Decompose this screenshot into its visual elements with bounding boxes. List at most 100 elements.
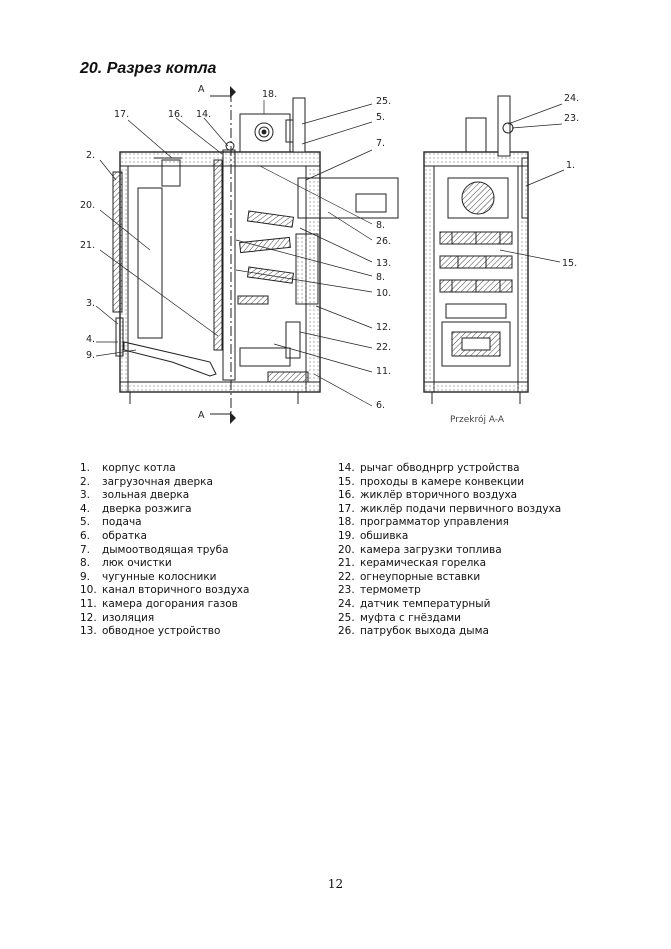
legend-text: жиклёр вторичного воздуха bbox=[360, 489, 518, 502]
legend-item: 8. люк очистки bbox=[80, 557, 330, 571]
callout-8b: 8. bbox=[376, 272, 385, 283]
legend-text: жиклёр подачи первичного воздуха bbox=[360, 502, 562, 515]
legend-text: обводное устройство bbox=[102, 625, 221, 638]
right-section-view bbox=[423, 95, 529, 404]
legend-item: 10.канал вторичного воздуха bbox=[80, 584, 330, 598]
section-mark-bottom: A bbox=[198, 410, 205, 421]
legend-text: датчик температурный bbox=[360, 597, 491, 610]
callout-2: 2. bbox=[86, 150, 95, 161]
callout-25: 25. bbox=[376, 96, 391, 107]
legend-number: 17. bbox=[338, 502, 355, 515]
callout-9: 9. bbox=[86, 350, 95, 361]
legend-item: 3. зольная дверка bbox=[80, 489, 330, 503]
callout-3: 3. bbox=[86, 298, 95, 309]
legend-item: 17. жиклёр подачи первичного воздуха bbox=[338, 503, 578, 517]
legend-number: 14. bbox=[338, 462, 355, 474]
legend-item: 2. загрузочная дверка bbox=[80, 476, 330, 490]
legend-text: подача bbox=[102, 516, 142, 529]
legend-item: 19. обшивка bbox=[338, 530, 578, 544]
legend-number: 24. bbox=[338, 597, 355, 610]
callout-4: 4. bbox=[86, 334, 95, 345]
legend-item: 20.камера загрузки топлива bbox=[338, 544, 578, 558]
legend-item: 22. огнеупорные вставки bbox=[338, 571, 578, 585]
callouts-right: 24. 23. 1. 15. bbox=[562, 93, 579, 269]
legend-text: огнеупорные вставки bbox=[360, 570, 481, 583]
callout-20: 20. bbox=[80, 200, 95, 211]
legend-item: 7.дымоотводящая труба bbox=[80, 544, 330, 558]
legend-item: 4. дверка розжига bbox=[80, 503, 330, 517]
legend-number: 5. bbox=[80, 516, 91, 529]
legend-item: 15.проходы в камере конвекции bbox=[338, 476, 578, 490]
legend-text: программатор управления bbox=[360, 516, 509, 529]
legend-text: дверка розжига bbox=[102, 502, 192, 515]
boiler-section-drawing: A A 17. 16. 14. 18. 25. 5. 2. 7. 20 bbox=[80, 84, 579, 425]
legend-item: 16. жиклёр вторичного воздуха bbox=[338, 489, 578, 503]
callout-23: 23. bbox=[564, 113, 579, 124]
legend-text: загрузочная дверка bbox=[102, 475, 213, 488]
legend-number: 9. bbox=[80, 570, 91, 583]
legend-text: камера загрузки топлива bbox=[360, 543, 502, 556]
legend-item: 24. датчик температурный bbox=[338, 598, 578, 612]
leader-lines-left bbox=[95, 100, 373, 407]
callouts-left: 17. 16. 14. 18. 25. 5. 2. 7. 20. 21. 8. … bbox=[80, 89, 391, 411]
legend-item: 21.керамическая горелка bbox=[338, 557, 578, 571]
legend-number: 25. bbox=[338, 611, 355, 624]
legend-text: зольная дверка bbox=[102, 489, 190, 502]
leader-lines-right bbox=[499, 103, 565, 263]
legend-number: 18. bbox=[338, 516, 355, 529]
legend-number: 2. bbox=[80, 475, 91, 488]
legend-number: 22. bbox=[338, 570, 355, 583]
legend-text: чугунные колосники bbox=[102, 570, 217, 583]
legend-number: 23. bbox=[338, 584, 355, 597]
legend-text: патрубок выхода дыма bbox=[360, 625, 489, 638]
legend-text: корпус котла bbox=[102, 462, 176, 474]
legend-number: 10. bbox=[80, 584, 97, 597]
legend-text: камера догорания газов bbox=[102, 597, 238, 610]
legend-text: керамическая горелка bbox=[360, 557, 487, 570]
legend-text: муфта с гнёздами bbox=[360, 611, 461, 624]
callout-7: 7. bbox=[376, 138, 385, 149]
legend-item: 25. муфта с гнёздами bbox=[338, 612, 578, 626]
legend-text: обратка bbox=[102, 529, 147, 542]
callout-6: 6. bbox=[376, 400, 385, 411]
legend-text: рычаг обводнрrр устройства bbox=[360, 462, 520, 474]
legend-number: 4. bbox=[80, 502, 91, 515]
legend-number: 11. bbox=[80, 597, 97, 610]
callout-21: 21. bbox=[80, 240, 95, 251]
legend-number: 8. bbox=[80, 557, 91, 570]
legend-text: изоляция bbox=[102, 611, 155, 624]
callout-24: 24. bbox=[564, 93, 579, 104]
legend-item: 23.термометр bbox=[338, 584, 578, 598]
legend-text: люк очистки bbox=[102, 557, 172, 570]
callout-5: 5. bbox=[376, 112, 385, 123]
legend-item: 6.обратка bbox=[80, 530, 330, 544]
legend-number: 16. bbox=[338, 489, 355, 502]
legend-item: 11. камера догорания газов bbox=[80, 598, 330, 612]
legend-item: 13. обводное устройство bbox=[80, 625, 330, 639]
legend-number: 12. bbox=[80, 611, 97, 624]
callout-15: 15. bbox=[562, 258, 577, 269]
section-label: Przekrój A-A bbox=[450, 414, 505, 425]
callout-8a: 8. bbox=[376, 220, 385, 231]
legend-number: 15. bbox=[338, 475, 355, 488]
left-section-view bbox=[112, 86, 399, 424]
callout-18: 18. bbox=[262, 89, 277, 100]
legend-item: 1. корпус котла bbox=[80, 462, 330, 476]
legend-number: 19. bbox=[338, 529, 355, 542]
callout-22: 22. bbox=[376, 342, 391, 353]
callout-1: 1. bbox=[566, 160, 575, 171]
callout-14: 14. bbox=[196, 109, 211, 120]
legend-item: 26. патрубок выхода дыма bbox=[338, 625, 578, 639]
legend-item: 14. рычаг обводнрrр устройства bbox=[338, 462, 578, 476]
legend-number: 13. bbox=[80, 625, 97, 638]
legend-number: 1. bbox=[80, 462, 91, 474]
legend-number: 3. bbox=[80, 489, 91, 502]
callout-13: 13. bbox=[376, 258, 391, 269]
section-mark-top: A bbox=[198, 84, 205, 95]
legend-item: 5. подача bbox=[80, 516, 330, 530]
callout-11: 11. bbox=[376, 366, 391, 377]
legend-number: 26. bbox=[338, 625, 355, 638]
legend-text: обшивка bbox=[360, 529, 409, 542]
page-title: 20. Разрез котла bbox=[80, 60, 217, 77]
legend-item: 9. чугунные колосники bbox=[80, 571, 330, 585]
